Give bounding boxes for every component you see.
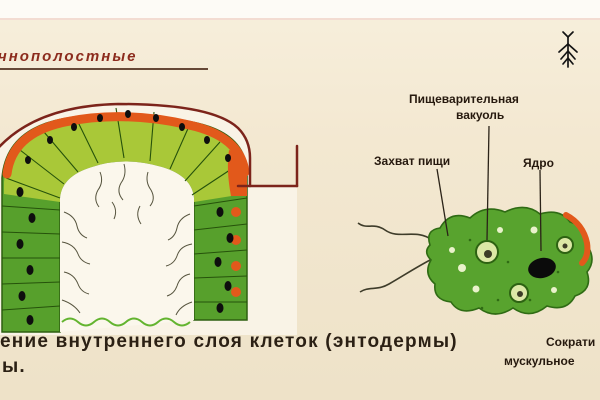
endoderm-cross-section-figure <box>0 102 299 335</box>
pointer-line-nucleus <box>539 169 542 252</box>
digestive-vacuole <box>475 240 499 264</box>
label-nucleus: Ядро <box>523 156 554 170</box>
pointer-line-digestive-vacuole <box>486 125 490 241</box>
vacuole <box>556 236 574 254</box>
pointer-lines <box>436 125 542 252</box>
cell-boundaries <box>1 107 248 311</box>
flagellum <box>357 222 435 293</box>
label-digestive-vacuole-line1: Пищеварительная <box>409 92 519 106</box>
wavy-base-line <box>61 317 191 327</box>
muscle-fiber-band <box>563 212 591 266</box>
figure-caption-line2: ы. <box>2 356 26 377</box>
label-contractile-line1: Сократи <box>546 335 596 349</box>
orange-patch <box>227 150 247 196</box>
cytoplasm-granules <box>468 238 560 310</box>
scan-top-strip <box>0 0 600 20</box>
label-digestive-vacuole-line2: вакуоль <box>456 108 505 122</box>
cell-nuclei <box>16 110 234 325</box>
nucleus-shape <box>528 257 556 279</box>
orange-granules <box>231 207 241 297</box>
cytoplasm-droplets <box>449 226 557 293</box>
chapter-heading: чнополостные <box>0 48 138 65</box>
gastral-cavity <box>60 161 194 332</box>
block-outline <box>0 102 299 188</box>
label-contractile-line2: мускульное <box>504 354 575 368</box>
pointer-line-food-capture <box>436 168 449 237</box>
label-food-capture: Захват пищи <box>374 154 451 168</box>
cell-body <box>425 206 593 315</box>
plant-icon <box>558 31 578 68</box>
figure-caption-line1: ение внутреннего слоя клеток (энтодермы) <box>0 331 458 352</box>
endoderm-cell-figure <box>357 125 593 315</box>
vacuole <box>509 283 529 303</box>
flagella <box>61 163 193 316</box>
orange-band <box>2 112 250 179</box>
